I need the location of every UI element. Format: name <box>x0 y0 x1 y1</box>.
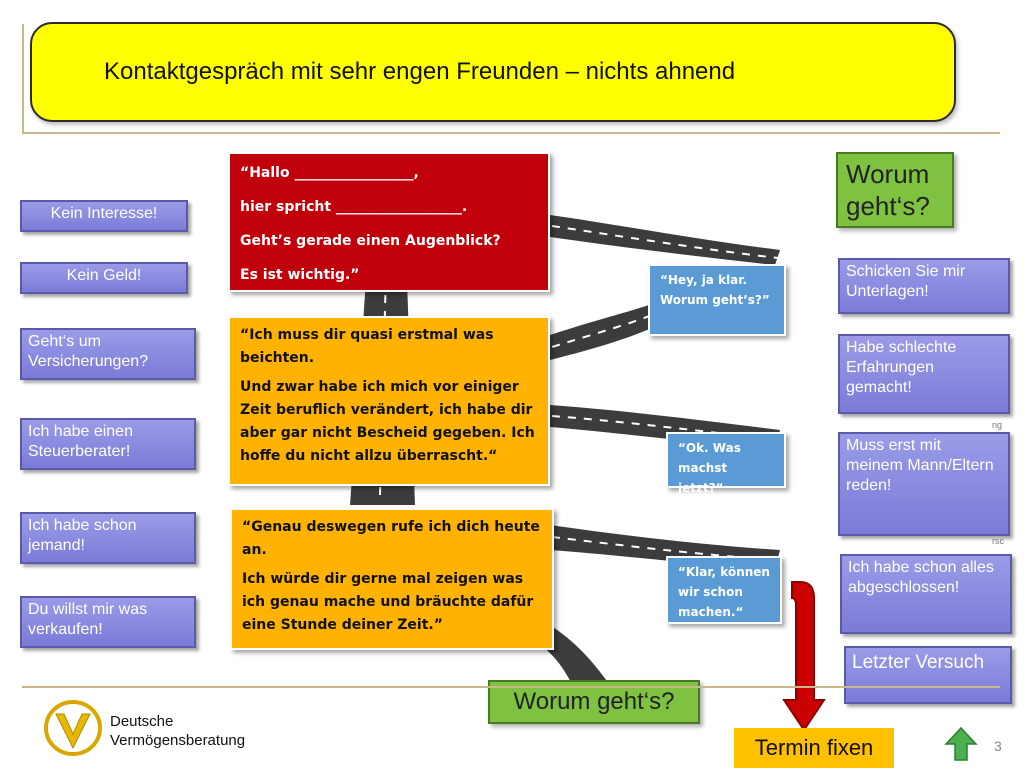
logo-line-2: Vermögensberatung <box>110 732 246 749</box>
script-greeting-box: “Hallo _________________, hier spricht _… <box>228 152 550 292</box>
title-bracket <box>22 24 32 132</box>
footer-divider <box>22 686 1000 688</box>
dvag-logo-icon <box>44 700 102 756</box>
reply-line: “Ok. Was machst jetzt?“ <box>678 441 741 495</box>
script-line: Geht’s gerade einen Augenblick? <box>240 233 501 249</box>
objection-kein-geld[interactable]: Kein Geld! <box>20 262 188 294</box>
reply-klar-koennen: “Klar, können wir schon machen.“ <box>666 556 782 624</box>
objection-verkaufen[interactable]: Du willst mir was verkaufen! <box>20 596 196 648</box>
reply-line: “Klar, können wir schon machen.“ <box>678 565 770 619</box>
page-number: 3 <box>994 738 1002 754</box>
objection-mann-eltern[interactable]: Muss erst mit meinem Mann/Eltern reden! <box>838 432 1010 536</box>
script-line: Es ist wichtig.” <box>240 267 360 283</box>
arrow-down-icon <box>782 581 826 732</box>
script-paragraph: “Ich muss dir quasi erstmal was beichten… <box>240 327 494 366</box>
side-fragment-rsc: rsc <box>992 536 1004 546</box>
objection-steuerberater[interactable]: Ich habe einen Steuerberater! <box>20 418 196 470</box>
letzter-versuch[interactable]: Letzter Versuch <box>844 646 1012 704</box>
objection-abgeschlossen[interactable]: Ich habe schon alles abgeschlossen! <box>840 554 1012 634</box>
slide-title-box: Kontaktgespräch mit sehr engen Freunden … <box>30 22 956 122</box>
reply-line: “Hey, ja klar. <box>660 273 748 287</box>
objection-kein-interesse[interactable]: Kein Interesse! <box>20 200 188 232</box>
script-line: “Hallo _________________, <box>240 165 419 181</box>
objection-schon-jemand[interactable]: Ich habe schon jemand! <box>20 512 196 564</box>
script-termin-box: “Genau deswegen rufe ich dich heute an. … <box>230 508 554 650</box>
company-logo-text: Deutsche Vermögensberatung <box>110 712 245 750</box>
script-paragraph: Und zwar habe ich mich vor einiger Zeit … <box>240 379 535 464</box>
script-paragraph: “Genau deswegen rufe ich dich heute an. <box>242 519 540 558</box>
reply-ok-was-machst: “Ok. Was machst jetzt?“ <box>666 432 786 495</box>
script-line: hier spricht __________________. <box>240 199 468 215</box>
objection-schlechte-erfahrungen[interactable]: Habe schlechte Erfahrungen gemacht! <box>838 334 1010 414</box>
worum-gehts-bottom[interactable]: Worum geht‘s? <box>488 680 700 724</box>
script-beichten-box: “Ich muss dir quasi erstmal was beichten… <box>228 316 550 486</box>
reply-hey-ja-klar: “Hey, ja klar. Worum geht’s?” <box>648 264 786 336</box>
objection-unterlagen[interactable]: Schicken Sie mir Unterlagen! <box>838 258 1010 314</box>
script-paragraph: Ich würde dir gerne mal zeigen was ich g… <box>242 571 534 633</box>
logo-line-1: Deutsche <box>110 713 174 730</box>
worum-gehts-top[interactable]: Worum geht‘s? <box>836 152 954 228</box>
title-divider <box>22 132 1000 134</box>
slide-title: Kontaktgespräch mit sehr engen Freunden … <box>104 58 736 85</box>
termin-fixen-button[interactable]: Termin fixen <box>734 728 894 768</box>
objection-versicherungen[interactable]: Geht‘s um Versicherungen? <box>20 328 196 380</box>
reply-line: Worum geht’s?” <box>660 293 770 307</box>
side-fragment-ng: ng <box>992 420 1003 430</box>
home-arrow-up-icon[interactable] <box>944 726 978 762</box>
